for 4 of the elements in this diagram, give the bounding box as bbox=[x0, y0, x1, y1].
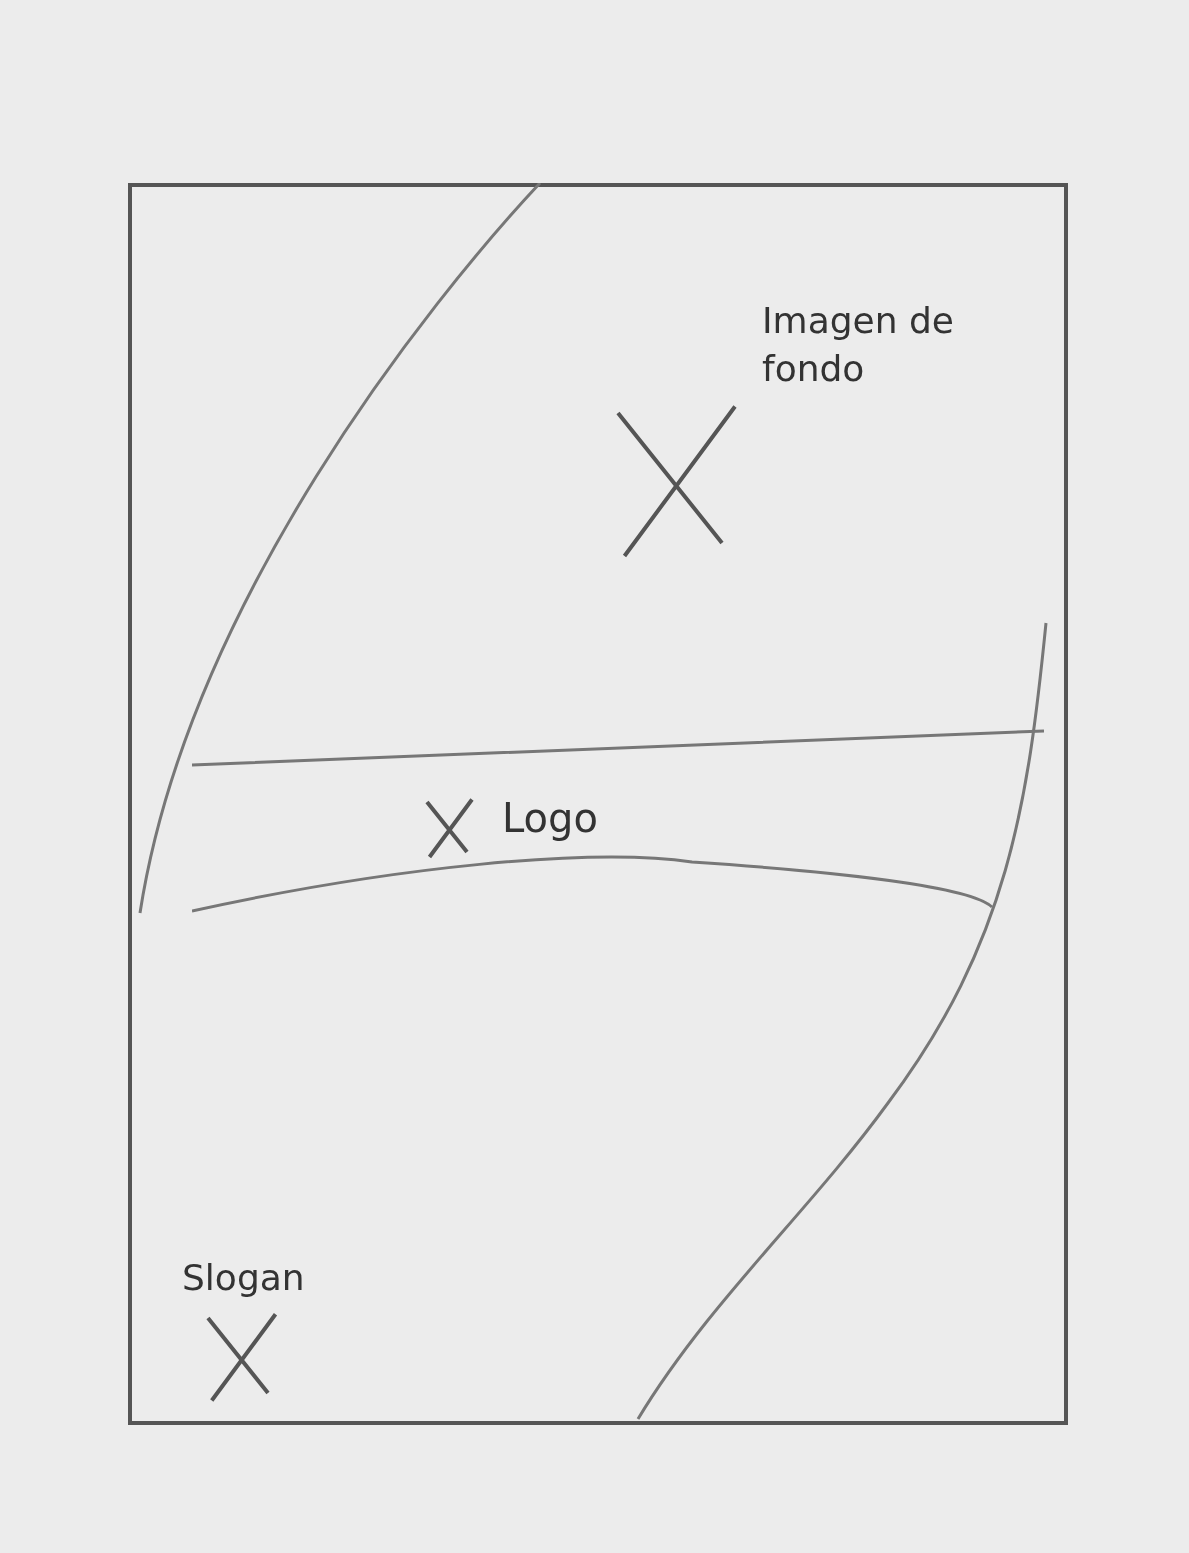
section-label: Slogan bbox=[182, 1257, 305, 1298]
section-label: Imagen de fondo bbox=[762, 299, 955, 391]
section-label: Logo bbox=[502, 795, 598, 841]
page-frame bbox=[128, 183, 1068, 1425]
